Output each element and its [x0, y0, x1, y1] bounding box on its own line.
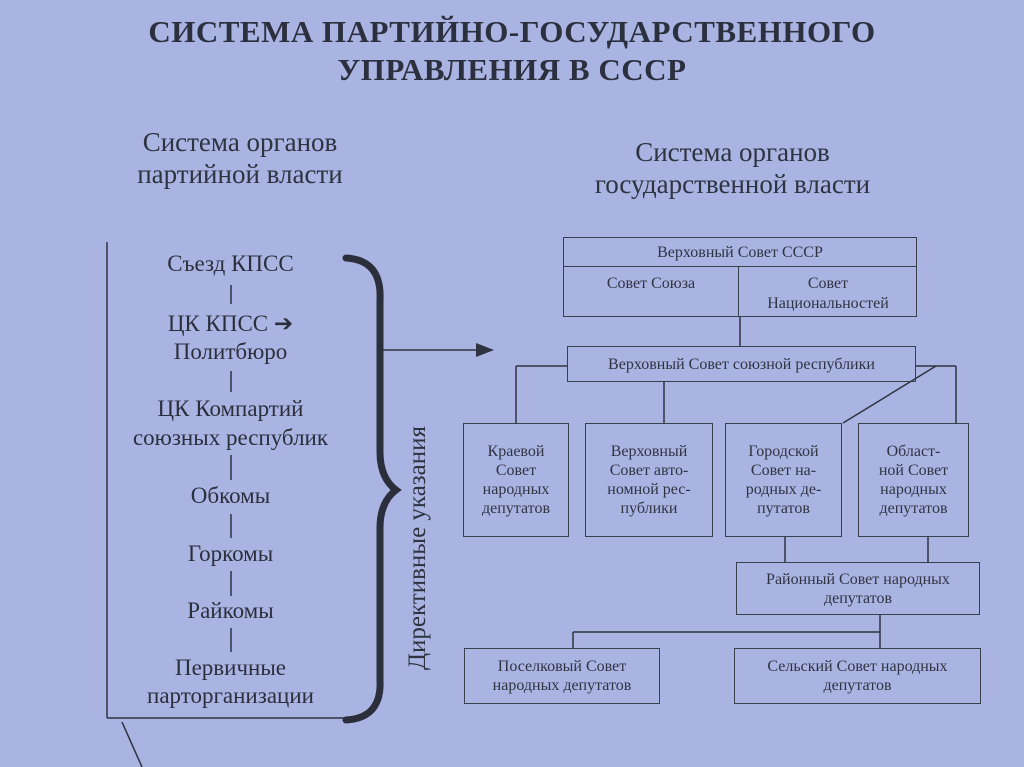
party-item-republic-cc-1: ЦК Компартий	[157, 396, 304, 421]
party-item-gorkom: Горкомы	[187, 541, 274, 566]
party-item-congress: Съезд КПСС	[167, 251, 294, 276]
krai-line: народных	[482, 481, 550, 498]
council-nationalities-line1: Совет	[807, 275, 849, 292]
supreme-soviet-label: Верховный Совет СССР	[657, 244, 823, 261]
page-title-line1: СИСТЕМА ПАРТИЙНО-ГОСУДАРСТВЕННОГО	[148, 14, 876, 49]
krai-line: Краевой	[487, 443, 545, 460]
settlement-line: Поселковый Совет	[497, 658, 627, 675]
krai-soviet-box: Краевой Совет народных депутатов	[463, 423, 569, 537]
state-heading-line2: государственной власти	[594, 169, 871, 199]
oblast-line: народных	[880, 481, 947, 498]
oblast-line: ной Совет	[878, 462, 949, 479]
party-heading-line2: партийной власти	[137, 159, 343, 189]
settlement-soviet-box: Поселковый Совет народных депутатов	[464, 648, 660, 704]
district-line: Районный Совет народных	[766, 570, 950, 588]
oblast-soviet-box: Област- ной Совет народных депутатов	[858, 423, 969, 537]
krai-line: депутатов	[481, 500, 550, 517]
krai-line: Совет	[495, 462, 537, 479]
city-line: Совет на-	[750, 462, 817, 479]
settlement-line: народных депутатов	[492, 677, 632, 694]
state-heading: Система органов государственной власти	[560, 136, 905, 200]
party-item-republic-cc-2: союзных республик	[132, 425, 329, 450]
party-item-raikom: Райкомы	[187, 598, 274, 623]
council-nationalities-label: Совет Национальностей	[740, 274, 916, 314]
autonomous-line: номной рес-	[607, 481, 691, 498]
party-heading-line1: Система органов	[142, 127, 338, 157]
supreme-soviet-box: Верховный Совет СССР Совет Союза Совет Н…	[563, 237, 917, 317]
state-heading-line1: Система органов	[635, 137, 830, 167]
district-soviet-box: Районный Совет народных депутатов	[736, 562, 980, 615]
city-line: Городской	[748, 443, 819, 460]
oblast-line: депутатов	[879, 500, 948, 517]
republic-soviet-box: Верховный Совет союзной республики	[567, 346, 916, 382]
party-item-primary-1: Первичные	[174, 655, 287, 680]
republic-soviet-label: Верховный Совет союзной республики	[608, 355, 875, 373]
rural-soviet-box: Сельский Совет народных депутатов	[734, 648, 981, 704]
city-line: родных де-	[745, 481, 822, 498]
city-line: путатов	[757, 500, 810, 517]
district-line: депутатов	[823, 589, 892, 607]
autonomous-line: Верховный	[610, 443, 688, 460]
rural-line: депутатов	[823, 677, 892, 694]
directive-label-text: Директивные указания	[404, 425, 431, 671]
oblast-line: Област-	[886, 443, 941, 460]
page-title-line2: УПРАВЛЕНИЯ В СССР	[337, 52, 687, 87]
party-heading: Система органов партийной власти	[110, 126, 370, 190]
directive-brace	[342, 254, 402, 724]
party-frame-tail	[121, 721, 143, 767]
directive-arrowhead	[476, 343, 494, 357]
rural-line: Сельский Совет народных	[767, 658, 948, 675]
council-union-label: Совет Союза	[606, 275, 696, 292]
party-item-cc: ЦК КПСС ➔	[167, 311, 294, 336]
party-item-obkom: Обкомы	[190, 483, 271, 508]
city-soviet-box: Городской Совет на- родных де- путатов	[725, 423, 842, 537]
autonomous-line: Совет авто-	[609, 462, 689, 479]
autonomous-line: публики	[620, 500, 678, 517]
council-nationalities-line2: Национальностей	[767, 295, 889, 312]
autonomous-soviet-box: Верховный Совет авто- номной рес- публик…	[585, 423, 713, 537]
party-item-politburo: Политбюро	[173, 339, 288, 364]
party-item-primary-2: парторганизации	[147, 683, 314, 708]
